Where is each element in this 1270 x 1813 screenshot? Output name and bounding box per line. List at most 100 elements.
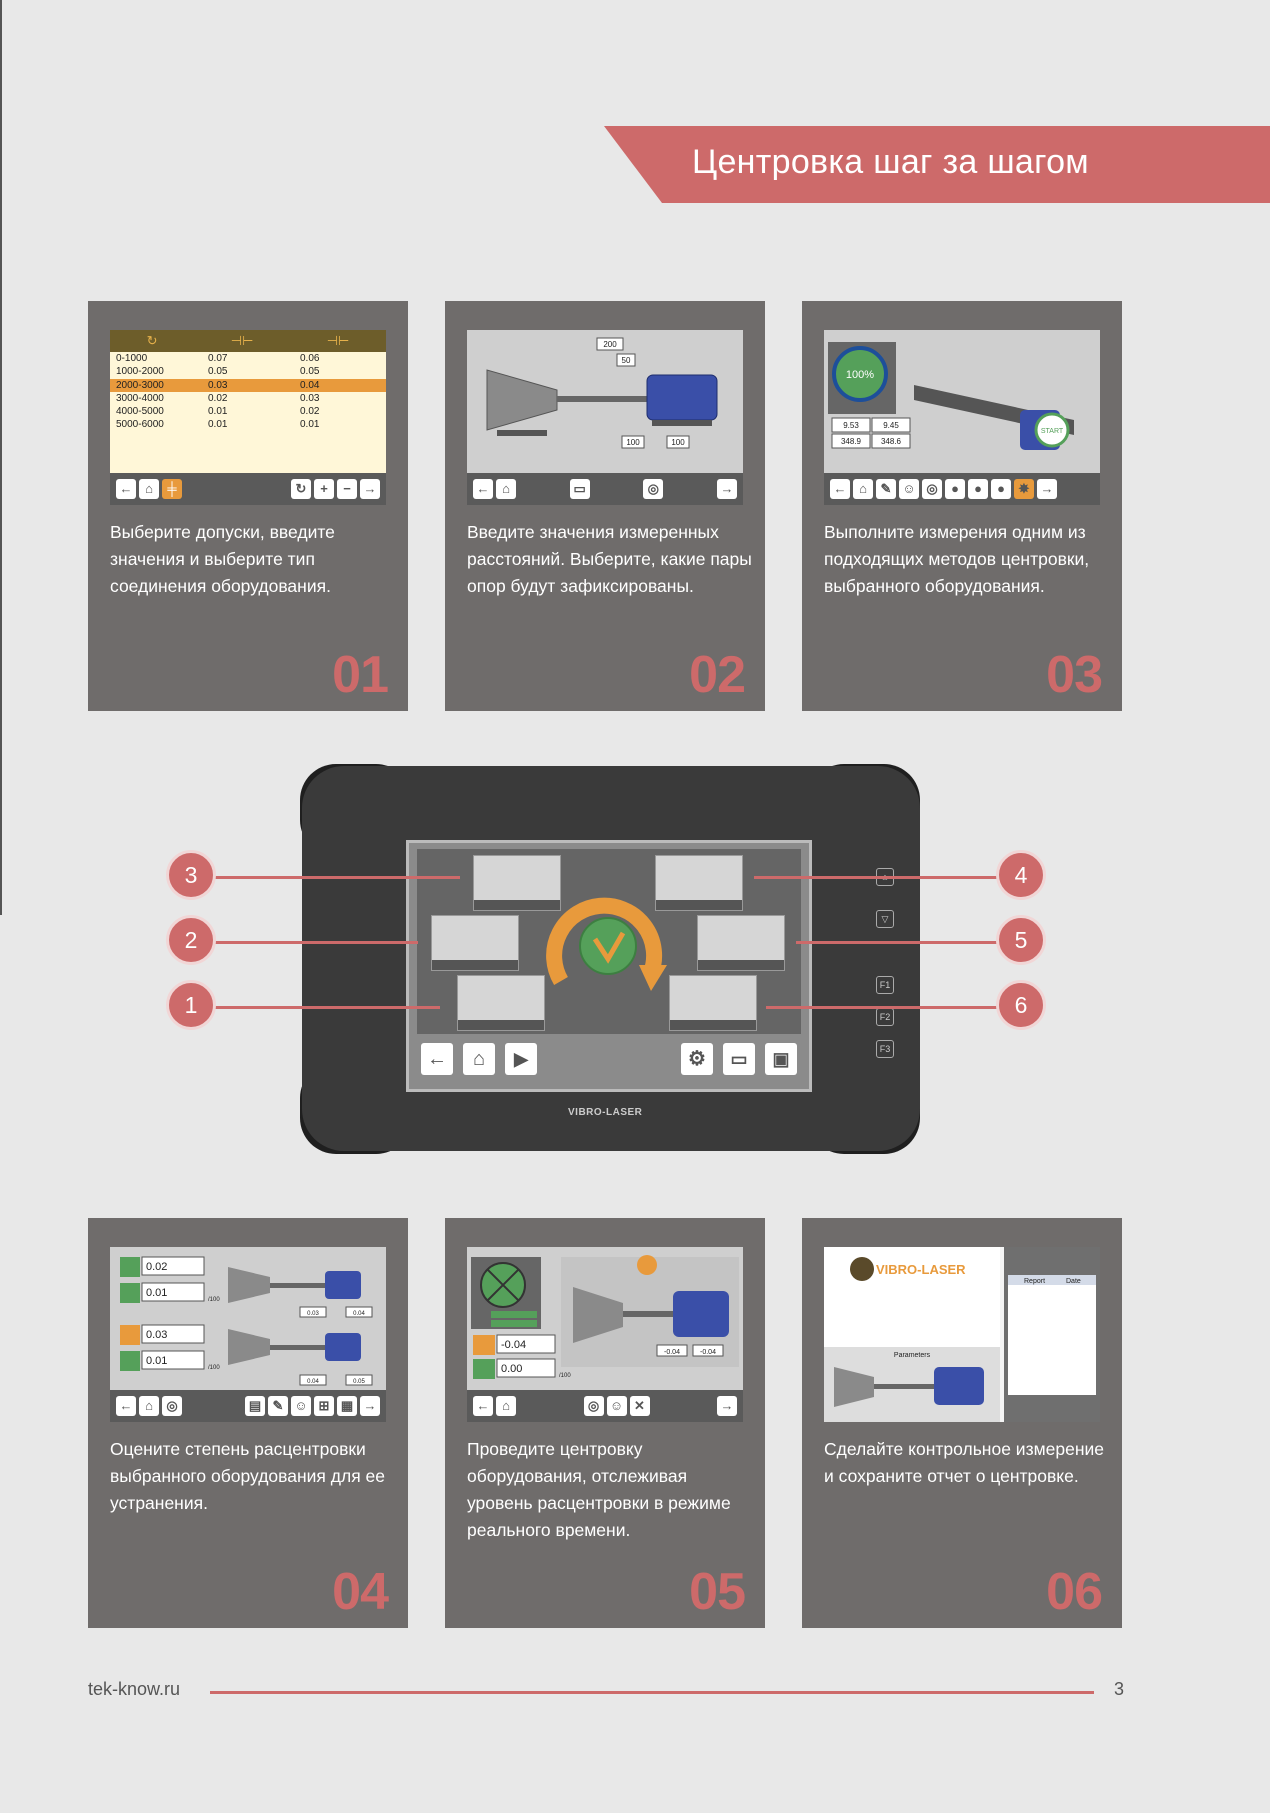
- badge-3: 3: [166, 850, 216, 900]
- svg-text:0.00: 0.00: [501, 1363, 522, 1375]
- badge-2: 2: [166, 915, 216, 965]
- settings-icon: ⚙: [681, 1043, 713, 1075]
- step-description: Оцените степень расцентровки выбранного …: [110, 1439, 385, 1513]
- svg-text:Parameters: Parameters: [894, 1352, 931, 1359]
- step-number: 06: [1046, 1563, 1103, 1621]
- operator-icon: ☺: [606, 1396, 627, 1416]
- step-description: Сделайте контрольное измерение и сохрани…: [824, 1439, 1104, 1486]
- sensor-icon: ◎: [922, 479, 942, 499]
- step-card-04: 0.02 0.01 /100 0.03 0.01 /100 0.03 0.04 …: [88, 1218, 408, 1628]
- method-icon-2: ●: [968, 479, 988, 499]
- footer-divider: [210, 1691, 1094, 1694]
- svg-text:9.53: 9.53: [843, 421, 859, 430]
- plus-icon: +: [314, 479, 334, 499]
- svg-text:348.6: 348.6: [881, 437, 902, 446]
- connector-5: [796, 941, 1006, 944]
- badge-1: 1: [166, 980, 216, 1030]
- operator-icon: ☺: [291, 1396, 311, 1416]
- svg-text:Date: Date: [1066, 1278, 1081, 1285]
- screen-toolbar: ← ⌂ ◎ ▤ ✎ ☺ ⊞ ▦ →: [110, 1390, 386, 1422]
- svg-text:Report: Report: [1024, 1278, 1045, 1285]
- step-number: 04: [332, 1563, 389, 1621]
- svg-text:-0.04: -0.04: [501, 1339, 526, 1351]
- svg-text:9.45: 9.45: [883, 421, 899, 430]
- svg-text:/100: /100: [208, 1365, 220, 1371]
- svg-text:0.04: 0.04: [353, 1311, 365, 1317]
- screen-toolbar: ← ⌂ ✎ ☺ ◎ ● ● ● ✸ →: [824, 473, 1100, 505]
- step-description: Выберите допуски, введите значения и выб…: [110, 522, 335, 596]
- edit-icon: ✎: [876, 479, 896, 499]
- screen-toolbar: ← ⌂ ╪ ↻ + − →: [110, 473, 386, 505]
- svg-text:0.01: 0.01: [146, 1355, 167, 1367]
- f2-key: F2: [876, 1008, 894, 1026]
- machine-diagram: 200 50 100 100: [467, 330, 743, 473]
- svg-text:VIBRO-LASER: VIBRO-LASER: [876, 1262, 966, 1277]
- back-icon: ←: [473, 1396, 493, 1416]
- home-icon: ⌂: [496, 479, 516, 499]
- thumb-step-3: [473, 855, 561, 911]
- svg-text:100: 100: [671, 438, 685, 447]
- coupling-icon-2: ⊣⊢: [326, 333, 350, 348]
- coupling-icon: ⊣⊢: [230, 333, 254, 348]
- svg-text:0.02: 0.02: [146, 1261, 167, 1273]
- back-icon: ←: [421, 1043, 453, 1075]
- home-icon: ⌂: [853, 479, 873, 499]
- edit-icon: ✎: [268, 1396, 288, 1416]
- calculator-icon: ▦: [337, 1396, 357, 1416]
- svg-text:-0.04: -0.04: [664, 1349, 680, 1356]
- f1-key: F1: [876, 976, 894, 994]
- svg-text:100: 100: [626, 438, 640, 447]
- grid-icon: ⊞: [314, 1396, 334, 1416]
- coupling-icon: ╪: [162, 479, 182, 499]
- forward-icon: →: [717, 1396, 737, 1416]
- connector-2: [214, 941, 418, 944]
- home-icon: ⌂: [139, 479, 159, 499]
- badge-4: 4: [996, 850, 1046, 900]
- thumb-step-5: [697, 915, 785, 971]
- method-icon-selected: ✸: [1014, 479, 1034, 499]
- svg-text:0.04: 0.04: [307, 1379, 319, 1385]
- forward-icon: →: [360, 479, 380, 499]
- svg-text:348.9: 348.9: [841, 437, 862, 446]
- title-banner: Центровка шаг за шагом: [604, 126, 1270, 203]
- step-number: 03: [1046, 646, 1103, 704]
- connector-4: [754, 876, 1006, 879]
- home-icon: ⌂: [463, 1043, 495, 1075]
- folder-icon: ▭: [723, 1043, 755, 1075]
- back-icon: ←: [116, 479, 136, 499]
- footer-url[interactable]: tek-know.ru: [88, 1679, 181, 1699]
- step-03-screenshot: 100% 9.53 9.45 348.9 348.6 START ← ⌂ ✎ ☺…: [824, 330, 1100, 505]
- sensor-icon: ◎: [583, 1396, 604, 1416]
- report-preview: VIBRO-LASER Parameters Report Date: [824, 1247, 1100, 1422]
- cycle-arrow-icon: [546, 897, 667, 991]
- measurement-diagram: 100% 9.53 9.45 348.9 348.6 START: [824, 330, 1100, 473]
- svg-text:0.01: 0.01: [146, 1287, 167, 1299]
- close-icon: ✕: [629, 1396, 650, 1416]
- badge-6: 6: [996, 980, 1046, 1030]
- document-icon: ▤: [245, 1396, 265, 1416]
- sensor-icon: ◎: [643, 479, 664, 499]
- connector-3: [214, 876, 460, 879]
- back-icon: ←: [116, 1396, 136, 1416]
- step-description: Проведите центровку оборудования, отслеж…: [467, 1439, 731, 1540]
- forward-icon: →: [717, 479, 738, 499]
- step-description: Выполните измерения одним из подходящих …: [824, 522, 1090, 596]
- step-02-screenshot: 200 50 100 100 ← ⌂ ▭ ◎ →: [467, 330, 743, 505]
- svg-text:0.03: 0.03: [146, 1329, 167, 1341]
- operator-icon: ☺: [899, 479, 919, 499]
- page-number: 3: [1114, 1679, 1125, 1699]
- badge-5: 5: [996, 915, 1046, 965]
- svg-text:0.05: 0.05: [353, 1379, 365, 1385]
- svg-text:50: 50: [622, 356, 631, 365]
- step-card-05: -0.04 0.00 /100 -0.04 -0.04 ← ⌂ ◎ ☺ ✕ → …: [445, 1218, 765, 1628]
- step-card-06: VIBRO-LASER Parameters Report Date Сдела…: [802, 1218, 1122, 1628]
- svg-text:START: START: [1041, 428, 1064, 435]
- page-title: Центровка шаг за шагом: [692, 143, 1089, 181]
- device-icon: ▣: [765, 1043, 797, 1075]
- rotate-icon: ↻: [291, 479, 311, 499]
